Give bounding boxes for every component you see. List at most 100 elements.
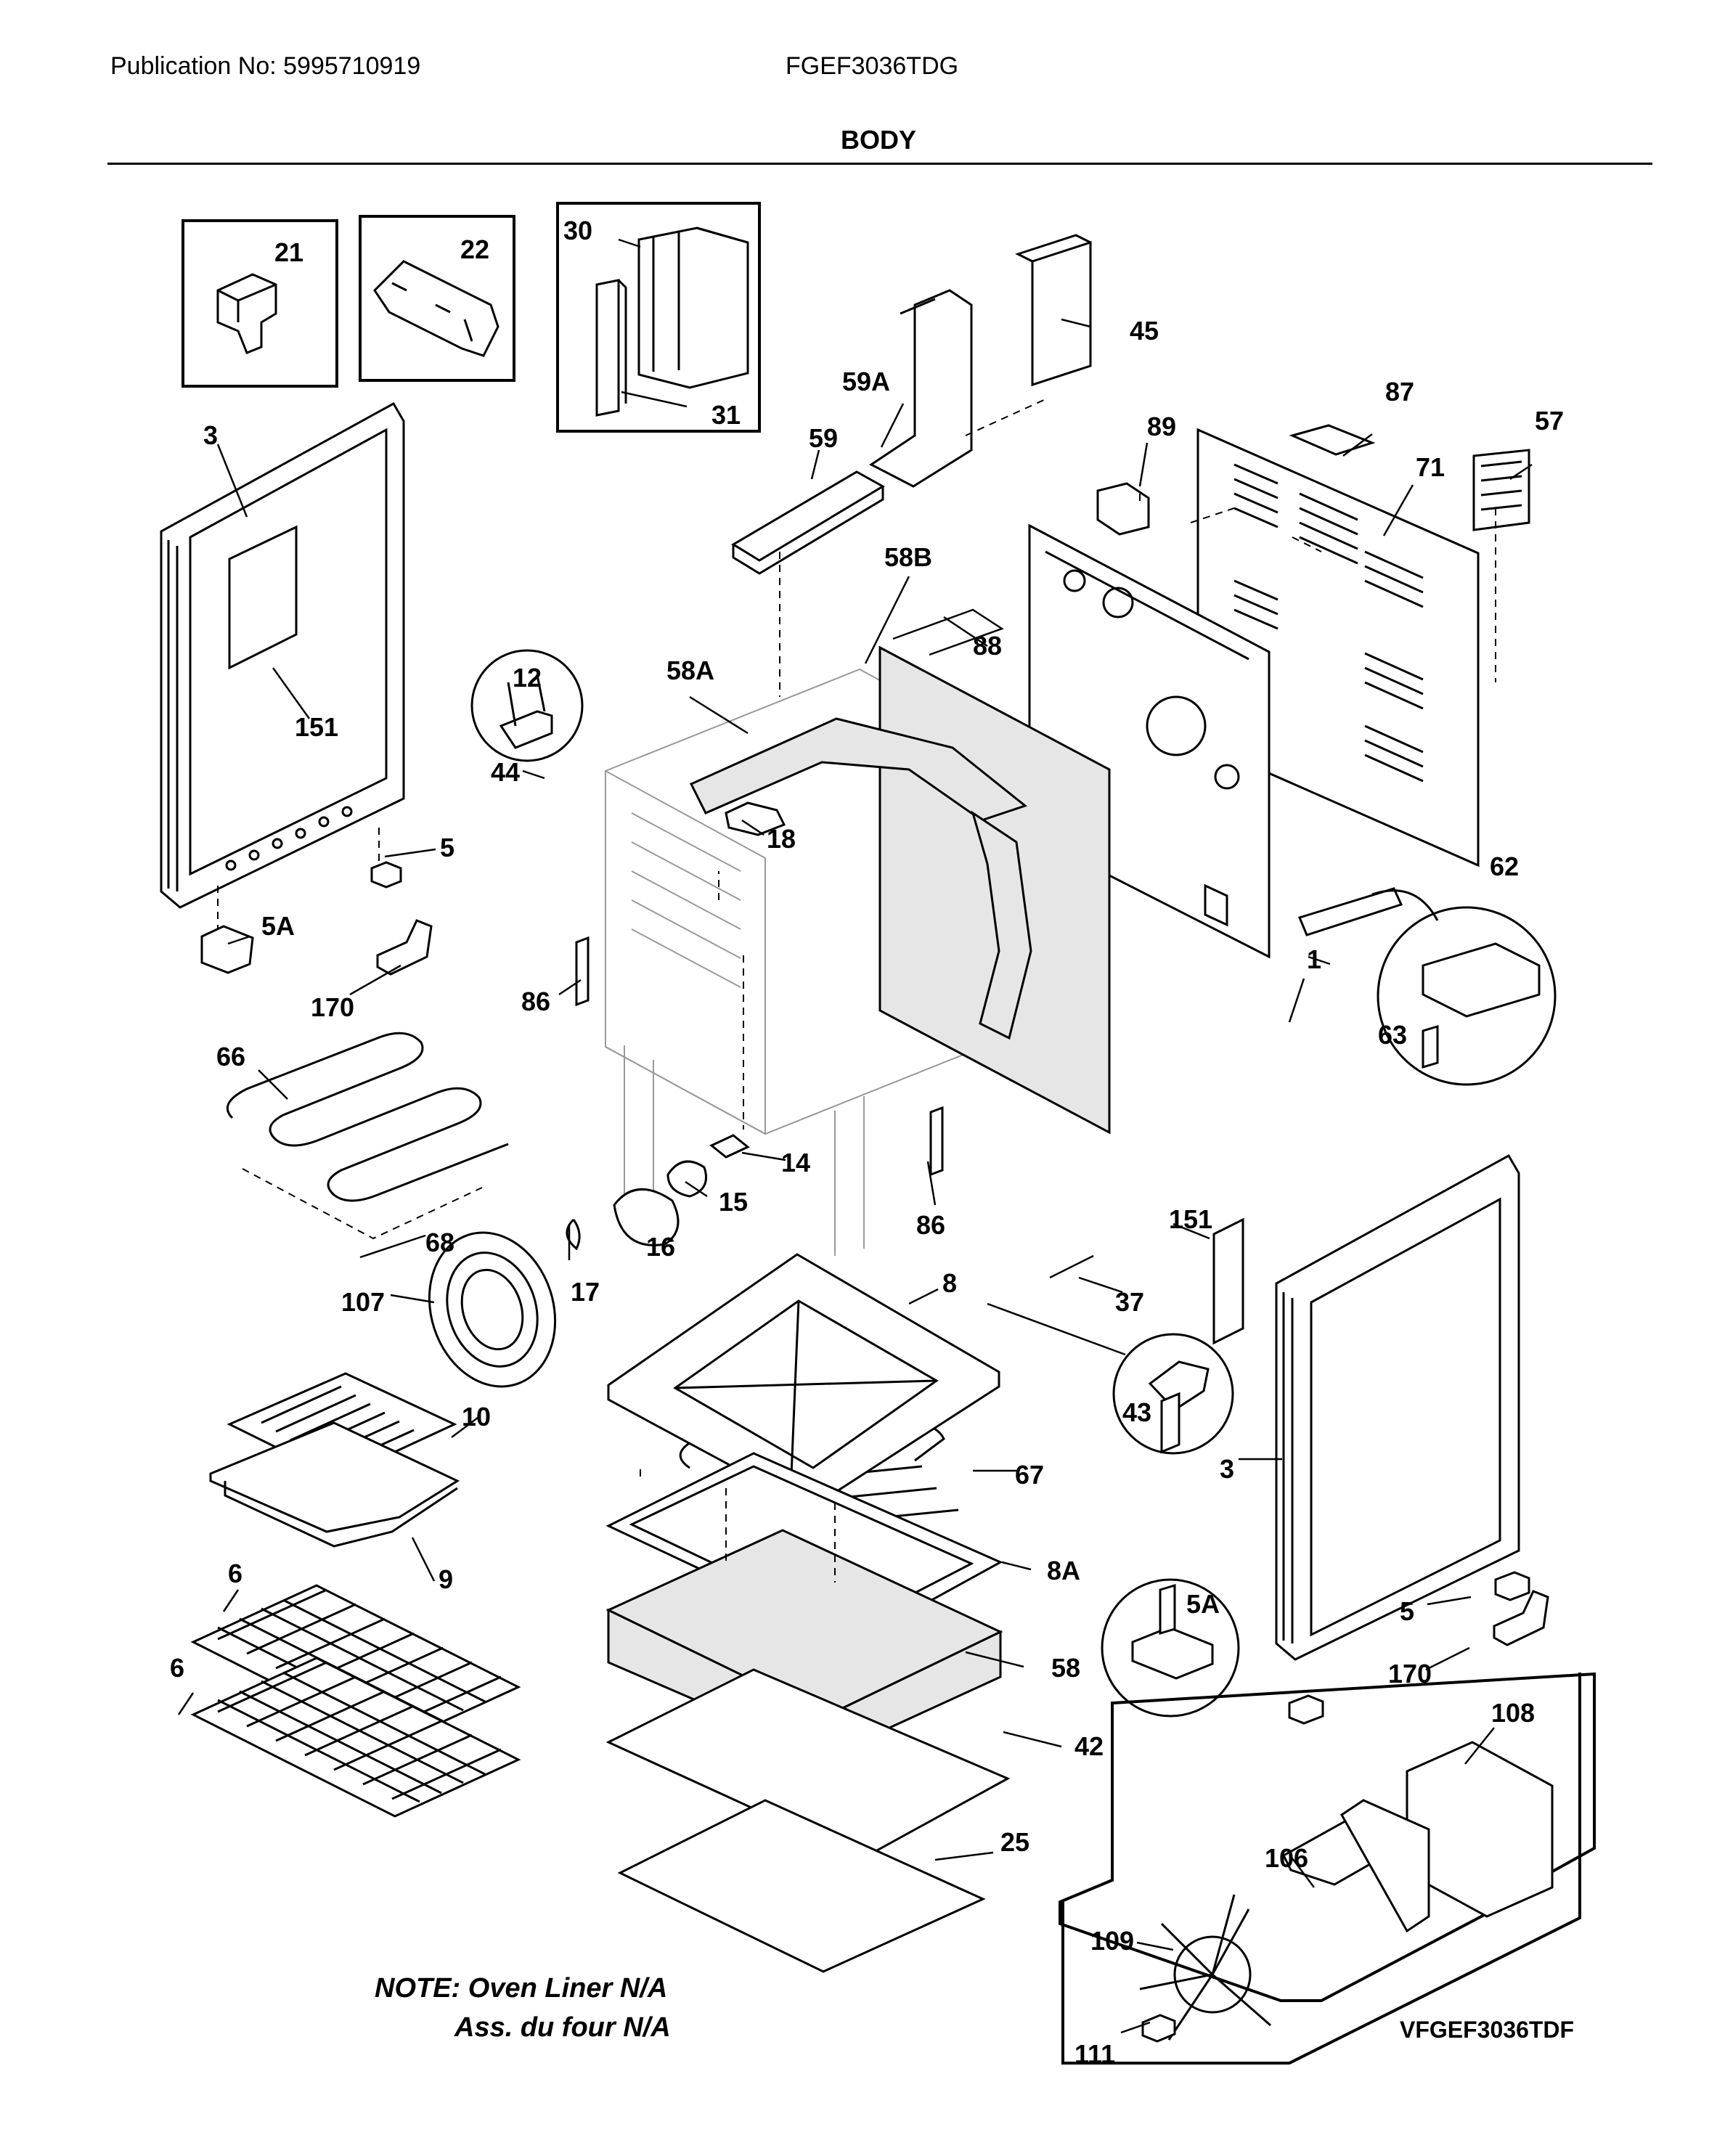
model-number: FGEF3036TDG <box>786 52 959 80</box>
part-door-upper-left[interactable] <box>160 401 405 909</box>
callout-59: 59 <box>809 423 838 453</box>
callout-87: 87 <box>1385 377 1414 407</box>
callout-71: 71 <box>1416 452 1445 482</box>
part-sensor-37[interactable] <box>1049 1254 1094 1279</box>
part-bracket-87[interactable] <box>1289 424 1376 456</box>
callout-109: 109 <box>1090 1926 1134 1956</box>
part-62-switch[interactable] <box>1297 887 1557 1086</box>
callout-57: 57 <box>1535 406 1564 436</box>
part-hinge-5-left[interactable] <box>370 828 402 889</box>
callout-43: 43 <box>1122 1397 1151 1427</box>
callout-58a: 58A <box>666 656 714 685</box>
callout-108: 108 <box>1491 1698 1535 1728</box>
callout-12: 12 <box>513 663 542 693</box>
callout-3: 3 <box>1220 1454 1234 1484</box>
part-hinge-bottom-right[interactable] <box>1288 1694 1324 1725</box>
callout-3: 3 <box>203 420 218 450</box>
callout-151: 151 <box>295 712 338 742</box>
callout-63: 63 <box>1378 1020 1407 1050</box>
part-oven-bottom-8[interactable] <box>607 1253 1000 1510</box>
callout-44: 44 <box>491 757 520 787</box>
callout-58b: 58B <box>884 542 932 572</box>
part-bracket-89[interactable] <box>1096 482 1150 536</box>
callout-31: 31 <box>711 400 741 430</box>
part-door-lower-right[interactable] <box>1275 1153 1520 1661</box>
callout-1: 1 <box>1307 944 1321 974</box>
callout-58: 58 <box>1051 1653 1080 1683</box>
section-title: BODY <box>840 125 916 155</box>
callout-111: 111 <box>1074 2039 1115 2069</box>
part-86-left[interactable] <box>575 936 590 1007</box>
callout-6: 6 <box>228 1559 242 1588</box>
publication-number: Publication No: 5995710919 <box>110 52 421 80</box>
callout-25: 25 <box>1000 1827 1029 1857</box>
part-broil-element-66[interactable] <box>226 1032 509 1202</box>
callout-22: 22 <box>460 234 489 264</box>
note-line-1: NOTE: Oven Liner N/A <box>375 1973 668 2004</box>
callout-107: 107 <box>341 1287 385 1317</box>
inset-part-21[interactable] <box>182 219 338 388</box>
callout-17: 17 <box>571 1277 600 1307</box>
part-bulb-15[interactable] <box>666 1160 707 1198</box>
part-cover-57[interactable] <box>1472 449 1530 531</box>
part-support-151-right[interactable] <box>1212 1217 1244 1345</box>
callout-21: 21 <box>274 237 303 267</box>
part-12-light-socket[interactable] <box>470 649 584 762</box>
callout-89: 89 <box>1147 412 1176 441</box>
callout-88: 88 <box>973 631 1002 661</box>
callout-106: 106 <box>1265 1843 1308 1873</box>
part-wire-68[interactable] <box>242 1168 483 1240</box>
part-clip-17[interactable] <box>566 1218 581 1251</box>
part-duct-59[interactable] <box>731 470 885 575</box>
leader-lines <box>177 238 1533 2034</box>
callout-5: 5 <box>440 833 454 862</box>
part-hinge-5a-right[interactable] <box>1101 1578 1240 1718</box>
part-86-right[interactable] <box>929 1106 944 1177</box>
callout-66: 66 <box>216 1042 245 1071</box>
callout-15: 15 <box>719 1187 748 1217</box>
callout-14: 14 <box>781 1148 810 1177</box>
callout-5a: 5A <box>1186 1589 1220 1619</box>
callout-68: 68 <box>425 1228 454 1257</box>
callout-42: 42 <box>1074 1731 1104 1761</box>
callout-18: 18 <box>767 824 796 854</box>
callout-67: 67 <box>1015 1460 1044 1490</box>
part-insulation-58b[interactable] <box>689 645 1111 1135</box>
callout-5: 5 <box>1400 1596 1414 1626</box>
part-fan-cover-107[interactable] <box>410 1216 575 1402</box>
callout-6: 6 <box>170 1653 184 1683</box>
callout-5a: 5A <box>261 911 295 941</box>
part-lens-16[interactable] <box>613 1188 680 1246</box>
part-hinge-5-right[interactable] <box>1494 1571 1530 1601</box>
part-bracket-170-left[interactable] <box>376 919 433 976</box>
callout-151: 151 <box>1169 1204 1212 1234</box>
callout-86: 86 <box>916 1210 945 1240</box>
part-18[interactable] <box>725 801 786 836</box>
callout-59a: 59A <box>842 367 890 396</box>
callout-9: 9 <box>439 1564 453 1594</box>
callout-170: 170 <box>311 992 354 1022</box>
assembly-lines <box>640 399 1496 1583</box>
callout-170: 170 <box>1388 1659 1432 1689</box>
part-screw-43[interactable] <box>987 1302 1234 1455</box>
part-shield-25[interactable] <box>617 1799 986 1973</box>
callout-37: 37 <box>1115 1287 1144 1317</box>
callout-16: 16 <box>646 1232 675 1262</box>
part-hinge-5a-left[interactable] <box>200 886 254 974</box>
part-duct-45[interactable] <box>1015 234 1092 387</box>
part-broil-pan-9[interactable] <box>209 1421 460 1548</box>
callout-10: 10 <box>462 1402 491 1432</box>
note-line-2: Ass. du four N/A <box>454 2012 671 2043</box>
part-rack-6-lower[interactable] <box>190 1657 521 1818</box>
part-wire-88[interactable] <box>892 608 1004 656</box>
part-bracket-170-right[interactable] <box>1493 1590 1549 1646</box>
header-rule <box>107 163 1652 165</box>
inset-convection-motor[interactable] <box>1059 1672 1596 2065</box>
part-socket-14[interactable] <box>709 1134 750 1159</box>
callout-62: 62 <box>1490 852 1519 881</box>
inset-part-30-31[interactable] <box>556 202 761 433</box>
part-duct-59a[interactable] <box>869 289 973 488</box>
inset-part-22[interactable] <box>359 215 515 382</box>
